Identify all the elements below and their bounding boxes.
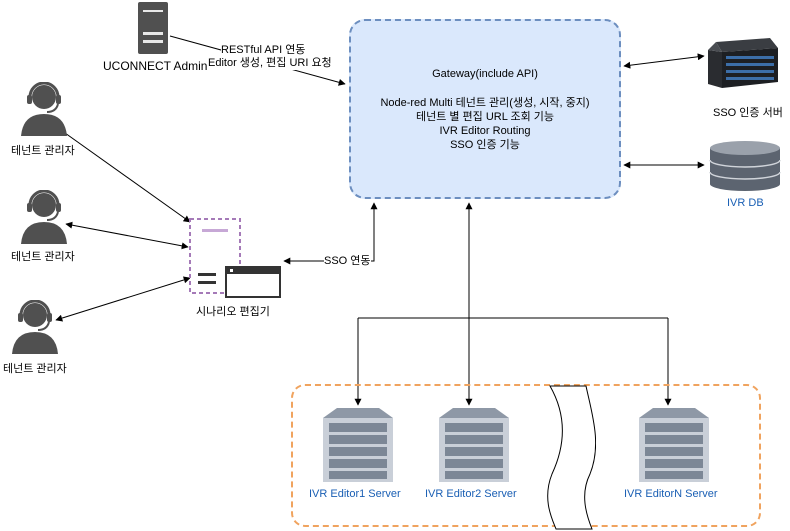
gateway-line-4: SSO 인증 기능: [450, 139, 520, 151]
server-rack-icon: [639, 408, 709, 482]
server-rack-icon: [323, 408, 393, 482]
admin-server-icon: [138, 2, 168, 54]
tenant-admin-label-2: 테넌트 관리자: [11, 251, 75, 264]
editor-server-2-label: IVR Editor2 Server: [425, 488, 517, 500]
api-label-2: Editor 생성, 편집 URI 요청: [208, 57, 332, 70]
editor-server-n-label: IVR EditorN Server: [624, 488, 718, 500]
gateway-line-1: Node-red Multi 테넌트 관리(생성, 시작, 중지): [380, 97, 590, 109]
tenant-admin-label-1: 테넌트 관리자: [11, 145, 75, 158]
server-rack-icon: [439, 408, 509, 482]
scenario-editor-label: 시나리오 편집기: [196, 306, 270, 319]
gateway-title: Gateway(include API): [432, 68, 538, 80]
admin-label: UCONNECT Admin: [103, 59, 208, 73]
gateway-line-2: 테넌트 별 편집 URL 조회 기능: [415, 111, 555, 123]
sso-server-icon: [708, 38, 778, 88]
editor-server-group: [291, 384, 761, 527]
tenant-admin-icon: [12, 300, 58, 354]
tenant-admin-icon: [21, 190, 67, 244]
editor-server-1-label: IVR Editor1 Server: [309, 488, 401, 500]
tenant1-editor-arrow: [57, 127, 191, 223]
gateway-sso-arrow: [623, 53, 705, 69]
tenant3-editor-arrow: [55, 276, 191, 322]
gateway-line-3: IVR Editor Routing: [439, 125, 531, 137]
tenant2-editor-arrow: [65, 221, 189, 250]
tenant-admin-icon: [21, 82, 67, 136]
editor-gateway-arrow: [283, 202, 378, 265]
ivr-db-label: IVR DB: [727, 197, 764, 209]
sso-server-label: SSO 인증 서버: [713, 107, 783, 120]
tenant-admin-label-3: 테넌트 관리자: [3, 363, 67, 376]
continuation-shape: [547, 385, 596, 530]
api-label-1: RESTful API 연동: [221, 44, 306, 57]
scenario-editor-icon: [189, 218, 281, 298]
sso-link-label: SSO 연동: [324, 255, 371, 268]
database-icon: [709, 141, 781, 191]
gateway-box: [349, 19, 621, 199]
